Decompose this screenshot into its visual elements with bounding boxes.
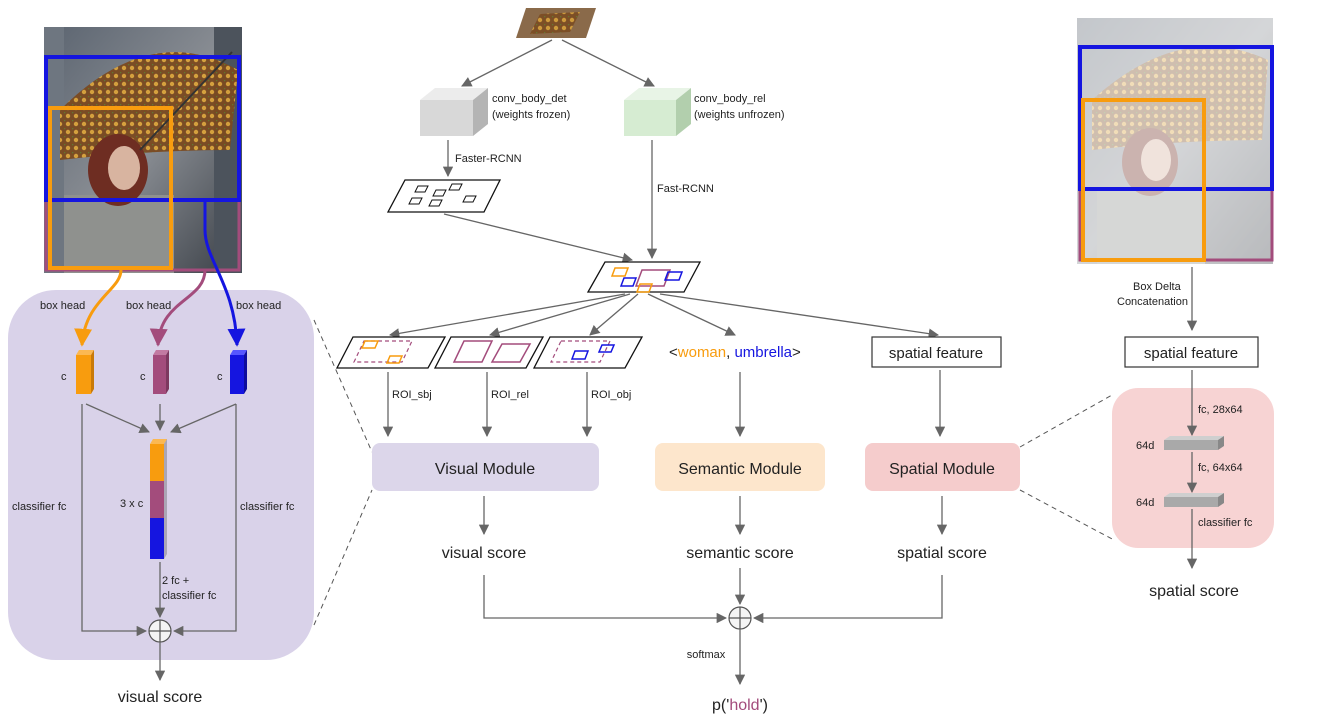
subject-arrow (74, 269, 123, 347)
input-to-rel-arrow (561, 39, 655, 87)
zoom-connector-bottom-right (1019, 489, 1115, 541)
classifier-label-left: classifier fc (12, 501, 67, 513)
spatial-score-to-sum (752, 575, 943, 624)
conv-rel-label-line2: (weights unfrozen) (694, 109, 785, 121)
semantic-module-label: Semantic Module (678, 461, 802, 478)
box-delta-label-line1: Box Delta (1133, 281, 1182, 293)
fc2-label: fc, 64x64 (1198, 462, 1243, 474)
concat-dimension-label: 3 x c (120, 498, 144, 510)
subject-box-right (1081, 98, 1206, 262)
hidden-layer-2 (1164, 493, 1224, 507)
classifier-path-right (172, 404, 237, 637)
sum-node-center (728, 606, 752, 630)
input-thumbnail (516, 8, 596, 38)
semantic-score-label: semantic score (686, 545, 794, 562)
photo-right-overlay (1077, 18, 1273, 264)
visual-score-label: visual score (442, 545, 527, 562)
roi-sbj-map (335, 336, 447, 369)
faster-rcnn-label: Faster-RCNN (455, 153, 522, 165)
roi-to-rel-arrow (489, 293, 631, 338)
fast-rcnn-label: Fast-RCNN (657, 183, 714, 195)
semantic-subject: woman (677, 344, 726, 361)
left-visual-score: visual score (118, 689, 203, 706)
spatial-feature-box (871, 336, 1002, 368)
roi-sbj-label: ROI_sbj (392, 389, 432, 401)
visual-score-to-sum (483, 575, 728, 624)
c-label-1: c (61, 371, 67, 383)
relation-feature-bar (153, 350, 169, 394)
input-photo-left (44, 27, 242, 273)
dim2-label: 64d (1136, 497, 1154, 509)
softmax-label: softmax (687, 649, 726, 661)
right-classifier-label: classifier fc (1198, 517, 1253, 529)
roi-obj-map (532, 336, 644, 369)
semantic-object: umbrella (734, 344, 792, 361)
fc-label-line2: classifier fc (162, 590, 217, 602)
relation-arrow (149, 269, 207, 347)
spatial-module-detail-panel (1112, 388, 1274, 548)
zoom-connector-top-right (1019, 394, 1113, 448)
zoom-connector-bottom-left (313, 489, 373, 626)
classifier-label-right: classifier fc (240, 501, 295, 513)
object-box-right (1078, 45, 1274, 191)
visual-module-box (372, 443, 599, 491)
subject-feature-bar (76, 350, 94, 394)
final-output: p('hold') (712, 697, 768, 714)
subject-box-left (48, 106, 173, 270)
spatial-score-label: spatial score (897, 545, 987, 562)
spatial-feature-label: spatial feature (889, 345, 983, 362)
right-spatial-feature-label: spatial feature (1144, 345, 1238, 362)
conv-det-label-line2: (weights frozen) (492, 109, 570, 121)
classifier-path-left (81, 404, 148, 637)
c-label-2: c (140, 371, 146, 383)
conv-body-det-block (420, 88, 488, 136)
roi-to-semantic-arrow (647, 293, 736, 336)
fc1-label: fc, 28x64 (1198, 404, 1243, 416)
proposals-feature-map (386, 179, 502, 213)
roi-to-obj-arrow (589, 293, 639, 336)
right-spatial-feature-box (1124, 336, 1259, 368)
conv-det-label-line1: conv_body_det (492, 93, 567, 105)
fc-label-line1: 2 fc + (162, 575, 189, 587)
semantic-module-box (655, 443, 825, 491)
conv-body-rel-block (624, 88, 691, 136)
proposals-to-roi-arrow (443, 213, 634, 263)
object-box-left (44, 55, 241, 202)
visual-module-label: Visual Module (435, 461, 535, 478)
conv-rel-label-line1: conv_body_rel (694, 93, 766, 105)
roi-rel-map (433, 336, 545, 369)
roi-to-spatial-arrow (659, 293, 940, 339)
object-arrow (203, 200, 246, 347)
dim1-label: 64d (1136, 440, 1154, 452)
roi-obj-label: ROI_obj (591, 389, 631, 401)
box-head-label-1: box head (40, 300, 85, 312)
predicate-label: hold (729, 697, 759, 714)
box-head-label-2: box head (126, 300, 171, 312)
box-head-label-3: box head (236, 300, 281, 312)
right-spatial-score: spatial score (1149, 583, 1239, 600)
spatial-module-label: Spatial Module (889, 461, 995, 478)
concat-arrow-right (170, 403, 237, 434)
object-feature-bar (230, 350, 247, 394)
concat-arrow-left (85, 403, 150, 433)
roi-rel-label: ROI_rel (491, 389, 529, 401)
hidden-layer-1 (1164, 436, 1224, 450)
roi-to-sbj-arrow (388, 293, 626, 339)
concatenated-feature-stack (150, 439, 167, 559)
c-label-3: c (217, 371, 223, 383)
semantic-input: <woman, umbrella> (669, 344, 801, 361)
zoom-connector-top-left (313, 319, 373, 453)
box-delta-label-line2: Concatenation (1117, 296, 1188, 308)
roi-feature-map (586, 261, 702, 293)
sum-node-left (148, 619, 172, 643)
input-to-det-arrow (461, 39, 553, 87)
spatial-module-box (865, 443, 1020, 491)
